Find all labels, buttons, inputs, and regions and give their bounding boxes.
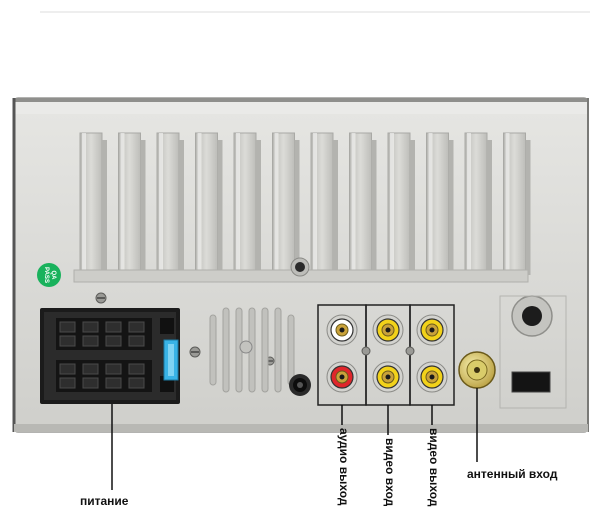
heat-sink-fin	[195, 132, 223, 276]
rectangular-socket	[511, 371, 551, 393]
video-in-rca-2	[372, 361, 404, 393]
connector-pin	[128, 363, 145, 375]
ground-post	[511, 295, 553, 337]
heat-sink-fin	[387, 132, 415, 276]
vent-slot	[261, 307, 269, 393]
center-screw-hole	[290, 257, 310, 277]
heat-sink-fin	[503, 132, 531, 276]
heat-sink-fin	[310, 132, 338, 276]
rca-plugs	[326, 314, 448, 393]
video-out-rca-2	[416, 361, 448, 393]
connector-pins	[59, 321, 145, 389]
panel-ridge	[499, 295, 567, 409]
vent-slot	[287, 314, 295, 386]
panel-screws	[95, 292, 275, 366]
connector-pin	[128, 321, 145, 333]
connector-pin	[105, 363, 122, 375]
aux-jack	[289, 374, 311, 396]
antenna-socket	[458, 351, 496, 389]
heat-sink-fin	[156, 132, 184, 276]
connector-pin	[82, 377, 99, 389]
connector-pin	[59, 377, 76, 389]
power-label: питание	[80, 494, 129, 508]
vent-slot	[209, 314, 217, 386]
rca-screw	[361, 346, 415, 356]
audio-out-label: аудио выход	[337, 428, 351, 506]
connector-pin	[105, 377, 122, 389]
connector-pin	[105, 321, 122, 333]
heat-sink-fin	[118, 132, 146, 276]
svg-text:PASS: PASS	[43, 267, 49, 283]
connector-pin	[105, 335, 122, 347]
video-out-rca-1	[416, 314, 448, 346]
video-in-label: видео вход	[383, 438, 397, 507]
heat-sink-fin	[426, 132, 454, 276]
connector-pin	[128, 335, 145, 347]
video-in-rca-1	[372, 314, 404, 346]
audio-out-red-rca	[326, 361, 358, 393]
antenna-in-label: антенный вход	[467, 467, 558, 481]
heat-sink-fin	[272, 132, 300, 276]
heat-sink-fin	[79, 132, 107, 276]
video-out-label: видео выход	[427, 428, 441, 507]
connector-pin	[82, 321, 99, 333]
connector-pin	[82, 363, 99, 375]
heat-sink-fin	[349, 132, 377, 276]
svg-text:QA: QA	[50, 271, 56, 281]
qa-pass-sticker: QA PASS	[37, 263, 61, 287]
connector-pin	[59, 321, 76, 333]
callout-lines	[111, 388, 478, 490]
vent-slot	[222, 307, 230, 393]
heat-sink-fin	[464, 132, 492, 276]
iso-power-connector	[40, 308, 180, 404]
connector-pin	[128, 377, 145, 389]
connector-pin	[59, 335, 76, 347]
heat-sink-fin	[233, 132, 261, 276]
audio-out-white-rca	[326, 314, 358, 346]
heat-sink-fins	[79, 132, 531, 276]
hole-mid	[239, 340, 253, 354]
connector-pin	[59, 363, 76, 375]
ventilation-slots	[209, 307, 295, 393]
vent-slot	[274, 307, 282, 393]
blue-fuse	[163, 339, 179, 381]
connector-pin	[82, 335, 99, 347]
